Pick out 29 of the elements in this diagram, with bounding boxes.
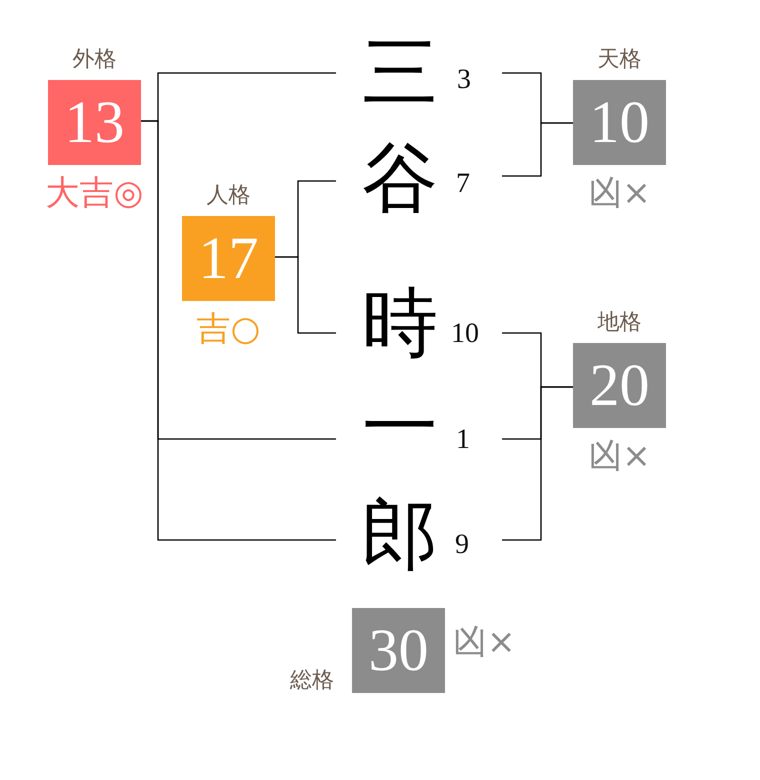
- name-character: 一: [361, 388, 439, 466]
- fortune-verdict: 凶×: [588, 173, 651, 213]
- score-tile: 30: [352, 608, 445, 693]
- category-label: 人格: [206, 184, 250, 208]
- fortune-verdict: 吉○: [196, 309, 260, 349]
- bracket-line: [275, 256, 336, 334]
- score-tile: 10: [573, 80, 666, 165]
- category-label: 外格: [72, 48, 116, 72]
- stroke-count: 1: [455, 424, 471, 456]
- fortune-verdict: 凶×: [588, 436, 651, 476]
- fortune-verdict: 凶×: [453, 622, 516, 662]
- score-tile: 13: [48, 80, 141, 165]
- bracket-line: [502, 386, 573, 541]
- score-tile: 20: [573, 343, 666, 428]
- stroke-count: 3: [456, 64, 472, 96]
- bracket-line: [502, 122, 573, 177]
- stroke-count: 10: [450, 318, 480, 350]
- category-label: 総格: [290, 669, 334, 693]
- stroke-count: 9: [454, 529, 470, 561]
- name-character: 郎: [361, 496, 439, 574]
- score-tile: 17: [182, 216, 275, 301]
- stroke-count: 7: [455, 168, 471, 200]
- fortune-verdict: 大吉◎: [46, 173, 144, 213]
- category-label: 天格: [598, 48, 642, 72]
- category-label: 地格: [598, 311, 642, 335]
- name-character: 時: [361, 284, 439, 362]
- bracket-line: [141, 120, 336, 541]
- name-character: 三: [361, 33, 439, 111]
- name-character: 谷: [361, 139, 439, 217]
